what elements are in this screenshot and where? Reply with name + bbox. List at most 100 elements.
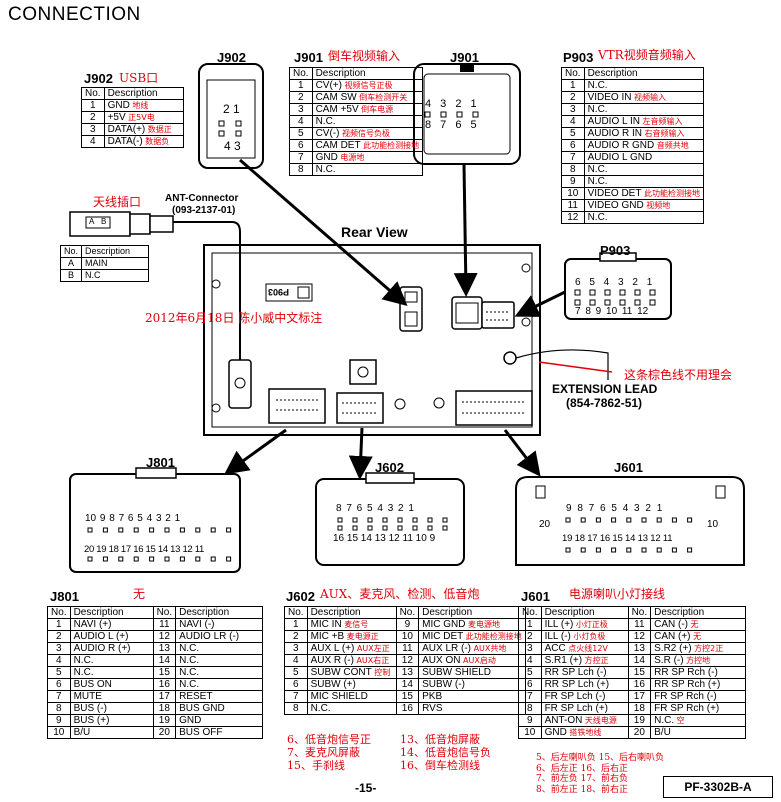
connector-pin <box>179 527 185 533</box>
j902-pins-top: 2 1 <box>223 102 240 116</box>
connector-pin <box>87 527 93 533</box>
pin-number: 4 <box>81 135 105 148</box>
connector-pin <box>367 525 373 531</box>
j801-pins-bottom: 20 19 18 17 16 15 14 13 12 11 <box>84 544 205 555</box>
ant-label: ANT-Connector <box>165 193 239 204</box>
pin-number: 18 <box>627 702 652 715</box>
j601-note: 5、后左喇叭负 15、后右喇叭负 <box>536 753 665 763</box>
pin-number: 19 <box>627 714 652 727</box>
j801-table-label: J801 <box>50 589 79 604</box>
pin-note: AUX右正 <box>353 656 390 665</box>
pin-number: 5 <box>47 666 71 679</box>
pin-description: CAN (+) 无 <box>650 630 747 643</box>
pin-number: 6 <box>284 678 308 691</box>
pin-description: ACC 点火线12V <box>540 642 629 655</box>
pin-number: 8 <box>518 702 542 715</box>
j602-notes-left: 6、低音炮信号正 7、麦克风屏蔽 15、手刹线 <box>287 733 371 772</box>
pin-description: S.R2 (+) 方控2正 <box>650 642 747 655</box>
pin-number: 1 <box>284 618 308 631</box>
pin-note: 电源地 <box>337 153 365 162</box>
pin-description: N.C. <box>175 654 264 667</box>
brown-wire-note: 这条棕色线不用理会 <box>624 368 733 382</box>
pin-number: 3 <box>518 642 542 655</box>
pin-description: AUX LR (-) AUX共地 <box>418 642 526 655</box>
pin-number: 4 <box>561 115 585 128</box>
pin-number: 3 <box>561 103 585 116</box>
connector-pin <box>149 527 155 533</box>
pin-number: 7 <box>518 690 542 703</box>
pin-note: 倒车电源 <box>358 105 394 114</box>
pin-description: N.C. <box>583 163 705 176</box>
pin-number: 7 <box>284 690 308 703</box>
header-no: No. <box>289 67 313 80</box>
j602-table-label: J602 <box>286 589 315 604</box>
header-cell: No. <box>518 606 542 619</box>
connector-pin <box>367 517 373 523</box>
pin-description: FR SP Lch (+) <box>540 702 629 715</box>
connector-pin <box>87 556 93 562</box>
header-description: Description <box>311 67 424 80</box>
pin-description: BUS OFF <box>175 726 264 739</box>
pin-number: 8 <box>289 163 313 176</box>
connector-pin <box>195 527 201 533</box>
pin-number: 16 <box>395 702 420 715</box>
header-cell: No. <box>395 606 420 619</box>
j902-drawing-label: J902 <box>217 50 246 65</box>
connector-pin <box>195 556 201 562</box>
pin-number: 4 <box>47 654 71 667</box>
p903-table-label: P903 <box>563 50 594 65</box>
pin-note: 搭铁地线 <box>566 728 602 737</box>
document-code: PF-3302B-A <box>663 776 773 798</box>
pin-description: NAVI (+) <box>69 618 154 631</box>
p903-pins-bottom: 7 8 9 10 11 12 <box>575 306 649 317</box>
p903-drawing-label: P903 <box>600 243 631 258</box>
connector-pin <box>427 517 433 523</box>
connector-pin <box>641 517 647 523</box>
pin-number: 14 <box>627 654 652 667</box>
header-cell: Description <box>175 606 264 619</box>
connector-pin <box>179 556 185 562</box>
pin-description: GND 地线 <box>103 99 184 112</box>
pin-number: 12 <box>561 211 585 224</box>
pin-description: DATA(+) 数据正 <box>103 123 184 136</box>
pin-number: 6 <box>561 139 585 152</box>
connector-pin <box>133 556 139 562</box>
pin-note: 此功能检测接地 <box>463 632 522 641</box>
connector-pin <box>442 525 448 531</box>
j602-note: 13、低音炮屏蔽 <box>400 733 480 746</box>
pin-description: CV(+) 视频信号正极 <box>311 79 424 92</box>
pin-description: RR SP Lch (-) <box>540 666 629 679</box>
header-cell: Description <box>306 606 397 619</box>
connector-pin <box>656 517 662 523</box>
pin-number: 3 <box>284 642 308 655</box>
header-description: Description <box>81 245 150 258</box>
j901-cn-title: 倒车视频输入 <box>328 49 401 63</box>
pin-description: SUBW (+) <box>306 678 397 691</box>
j601-notes: 5、后左喇叭负 15、后右喇叭负 6、后左正 16、后右正 7、前左负 17、前… <box>536 753 664 795</box>
connector-pin <box>118 556 124 562</box>
j602-note: 6、低音炮信号正 <box>287 733 371 746</box>
pin-note: 视频地 <box>643 201 671 210</box>
pin-note: 小灯正极 <box>573 620 608 629</box>
header-cell: No. <box>627 606 652 619</box>
pin-number: 12 <box>152 630 177 643</box>
header-cell: No. <box>47 606 71 619</box>
pin-number: 5 <box>561 127 585 140</box>
ant-plug-a: A <box>89 217 95 226</box>
pin-number: 10 <box>561 187 585 200</box>
pin-number: 6 <box>518 678 542 691</box>
pin-number: 1 <box>289 79 313 92</box>
